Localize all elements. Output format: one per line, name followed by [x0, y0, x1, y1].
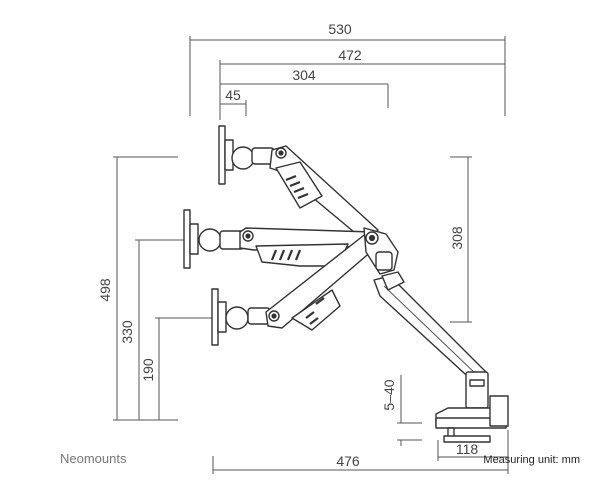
brand-logo-text: Neomounts — [60, 451, 127, 466]
dim-304: 304 — [219, 67, 389, 120]
dim-45-label: 45 — [225, 87, 241, 103]
elbow-joint — [363, 227, 399, 275]
dim-190-label: 190 — [140, 358, 156, 382]
dim-330: 330 — [119, 239, 188, 420]
dim-118-label: 118 — [456, 441, 479, 457]
dim-304-label: 304 — [292, 67, 316, 83]
dim-5-40: 5–40 — [381, 375, 422, 446]
measuring-unit-note: Measuring unit: mm — [483, 454, 580, 466]
dim-190: 190 — [140, 317, 212, 420]
dim-498: 498 — [97, 156, 178, 421]
vesa-plate-top — [218, 125, 255, 185]
arm-middle-position — [219, 227, 375, 267]
arm-bottom-position — [247, 231, 381, 331]
dim-498-label: 498 — [97, 278, 113, 302]
dim-308-label: 308 — [449, 226, 465, 250]
lower-arm — [373, 271, 487, 385]
dim-45: 45 — [220, 87, 247, 116]
arm-top-position — [251, 145, 379, 243]
dim-308: 308 — [449, 156, 472, 323]
vesa-plate-middle — [183, 209, 222, 269]
vesa-plate-bottom — [211, 288, 249, 346]
dim-530: 530 — [189, 21, 506, 116]
dim-472-label: 472 — [338, 47, 362, 63]
pole-and-clamp — [435, 371, 509, 443]
dim-530-label: 530 — [328, 21, 352, 37]
dim-476: 476 — [212, 430, 509, 474]
dim-330-label: 330 — [119, 320, 135, 344]
dim-476-label: 476 — [336, 453, 360, 469]
dim-5-40-label: 5–40 — [381, 379, 397, 410]
dim-118: 118 — [437, 440, 508, 461]
